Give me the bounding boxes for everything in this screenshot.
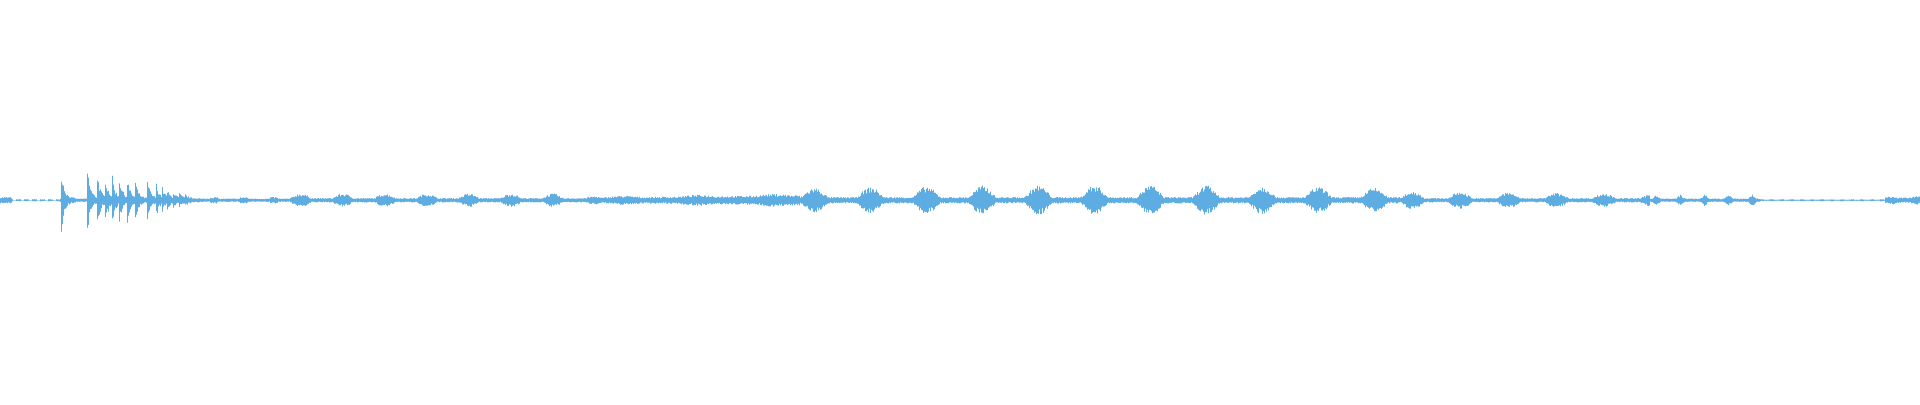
waveform-path — [0, 173, 1920, 232]
